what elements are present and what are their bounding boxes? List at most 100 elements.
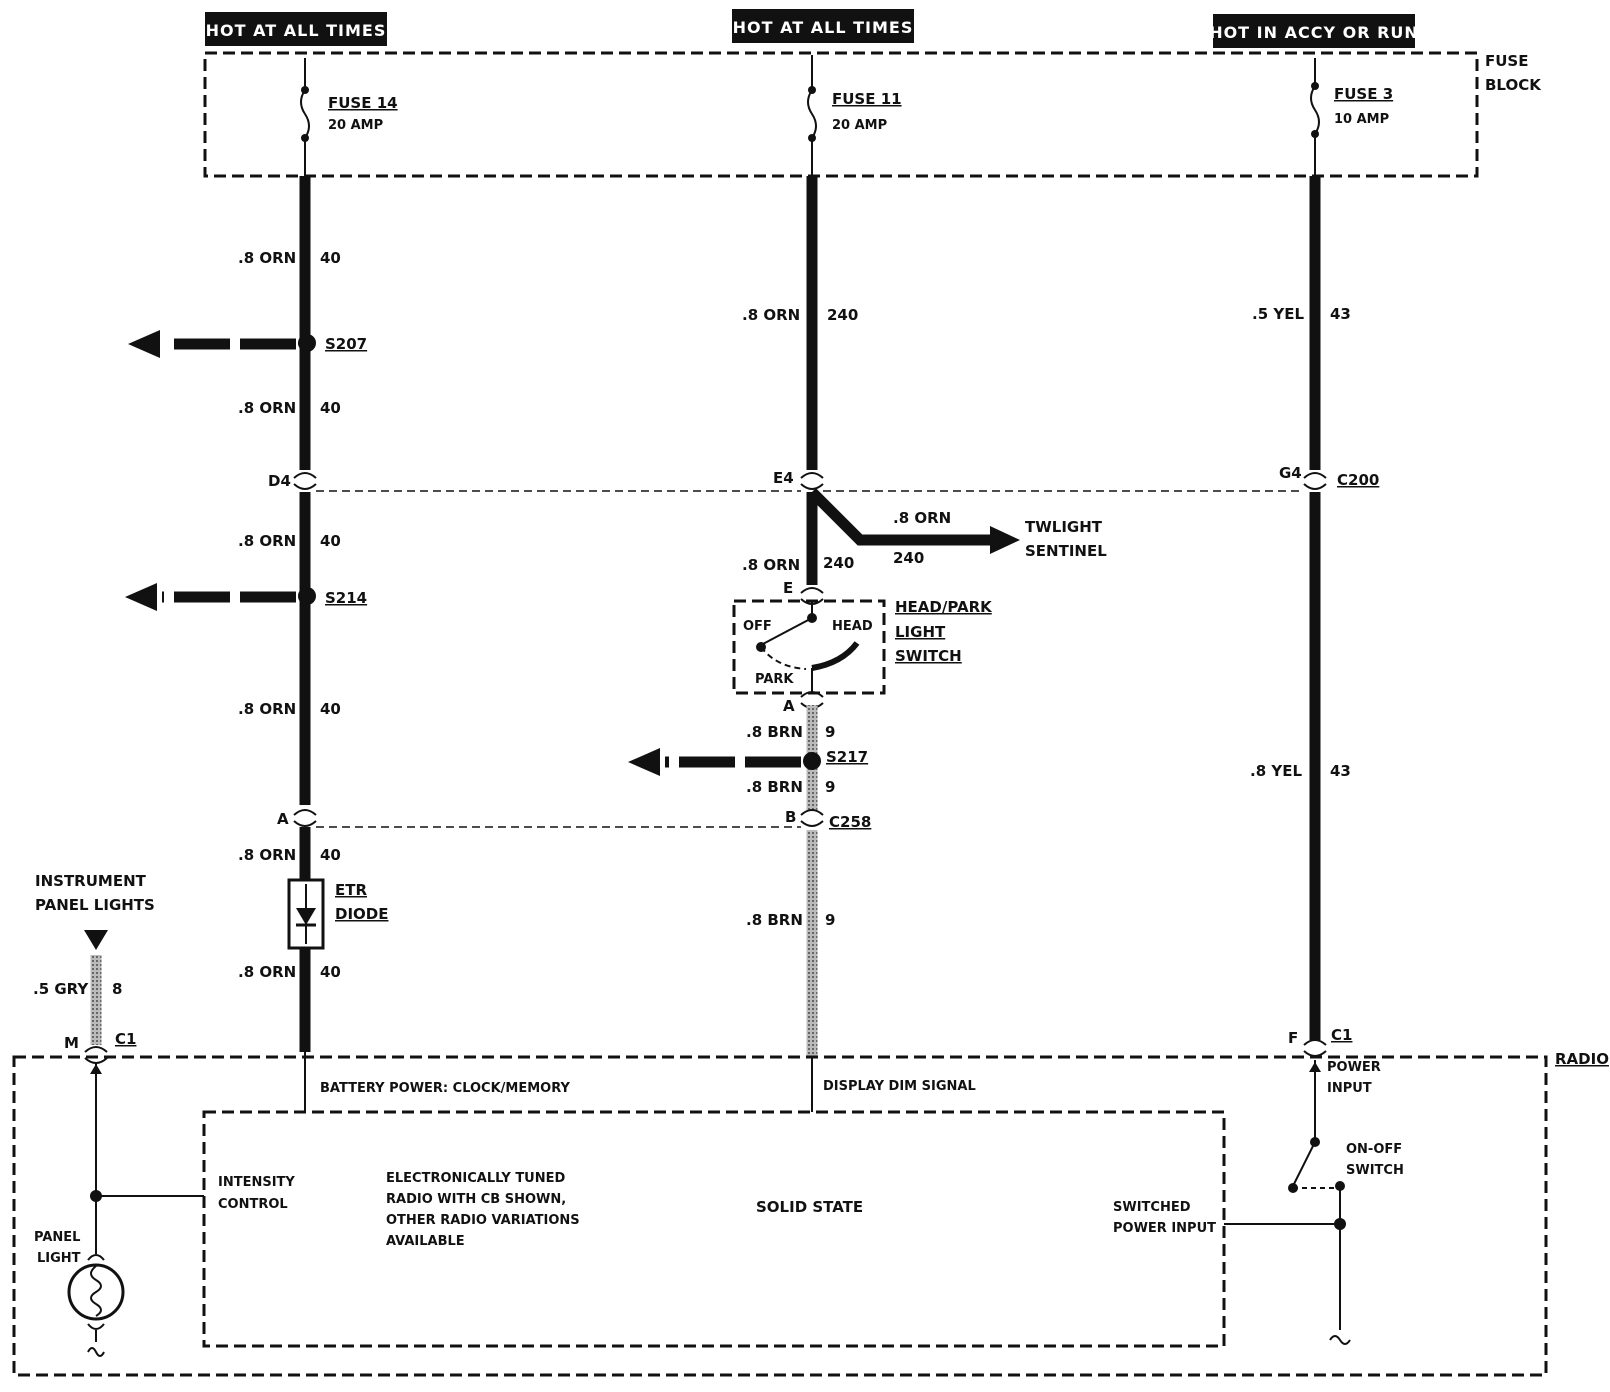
fuse-11-rating: 20 AMP [832,118,887,133]
w43-size-2: .8 YEL [1250,762,1302,780]
connector-a-left-symbol [293,809,317,827]
header-center: HOT AT ALL TIMES [732,9,914,43]
radio-desc-1: ELECTRONICALLY TUNED [386,1171,565,1186]
bulb-icon [67,1254,125,1357]
switch-label-1: HEAD/PARK [895,598,993,616]
w240-circuit-1: 240 [827,306,858,324]
connector-d4-symbol [293,472,317,490]
radio-outline [12,1055,1548,1377]
w43-size-1: .5 YEL [1252,305,1304,323]
circuit-240-wire [806,176,1020,585]
fuse-14-rating: 20 AMP [328,118,383,133]
connector-a-center-label: A [783,697,795,715]
w9-size-3: .8 BRN [746,911,803,929]
instrument-label-2: PANEL LIGHTS [35,896,155,914]
w40-size-2: .8 ORN [238,399,296,417]
w40-circuit-5: 40 [320,846,341,864]
connector-m-label: M [64,1034,79,1052]
etr-diode-symbol [287,878,325,950]
display-dim-label: DISPLAY DIM SIGNAL [823,1079,976,1094]
switch-label-2: LIGHT [895,623,946,641]
splice-s214-label: S214 [325,589,367,607]
switched-label-2: POWER INPUT [1113,1221,1216,1236]
w240-circuit-2: 240 [823,554,854,572]
fuse-14-symbol [300,58,310,176]
onoff-switch-symbol [1224,1137,1351,1345]
headlight-switch-symbol [756,601,860,693]
w40-circuit-1: 40 [320,249,341,267]
instrument-arrow [84,930,108,950]
w9-circuit-3: 9 [825,911,835,929]
s207-branch-arrow [128,330,296,358]
w240-size-2: .8 ORN [742,556,800,574]
connector-f-label: F [1288,1029,1298,1047]
connector-g4-symbol [1303,472,1327,490]
connector-a-left-label: A [277,810,289,828]
connector-e4-symbol [800,472,824,490]
fuse-3-rating: 10 AMP [1334,112,1389,127]
intensity-label-1: INTENSITY [218,1175,295,1190]
header-left-text: HOT AT ALL TIMES [206,21,387,40]
w40-size-6: .8 ORN [238,963,296,981]
w8-circuit: 8 [112,980,122,998]
header-right-text: HOT IN ACCY OR RUN [1209,23,1419,42]
fuse-block-outline [203,51,1479,178]
radio-label: RADIO [1555,1050,1609,1068]
switch-park-label: PARK [755,672,794,687]
w40-size-1: .8 ORN [238,249,296,267]
splice-s207-dot [298,334,316,352]
onoff-label-1: ON-OFF [1346,1142,1402,1157]
w43-circuit-2: 43 [1330,762,1351,780]
connector-g4-label: G4 [1279,464,1302,482]
connector-m-symbol [84,1046,108,1064]
connector-e-label: E [783,579,793,597]
power-input-label-1: POWER [1327,1060,1381,1075]
radio-desc-3: OTHER RADIO VARIATIONS [386,1213,580,1228]
radio-desc-4: AVAILABLE [386,1234,465,1249]
twilight-wire-size: .8 ORN [893,509,951,527]
power-input-label-2: INPUT [1327,1081,1372,1096]
fuse-3-symbol [1310,58,1320,176]
connector-f-symbol [1303,1039,1327,1057]
diode-label-1: ETR [335,881,367,899]
switched-label-1: SWITCHED [1113,1200,1191,1215]
w40-circuit-3: 40 [320,532,341,550]
panel-light-label-1: PANEL [34,1230,80,1245]
w40-circuit-4: 40 [320,700,341,718]
header-center-text: HOT AT ALL TIMES [733,18,914,37]
connector-b-label: B [785,808,796,826]
fuse-11-symbol [807,55,817,176]
splice-s214-dot [298,587,316,605]
w9-circuit-1: 9 [825,723,835,741]
connector-c258-label: C258 [829,813,871,831]
w9-size-2: .8 BRN [746,778,803,796]
fuse-14-name: FUSE 14 [328,94,398,112]
connector-e4-label: E4 [773,469,794,487]
splice-s207-label: S207 [325,335,367,353]
w240-size-1: .8 ORN [742,306,800,324]
battery-power-label: BATTERY POWER: CLOCK/MEMORY [320,1081,571,1096]
w43-circuit-1: 43 [1330,305,1351,323]
header-right: HOT IN ACCY OR RUN [1209,14,1419,48]
panel-light-circuit [90,1062,204,1254]
connector-d4-label: D4 [268,472,291,490]
connector-b-symbol [800,809,824,827]
w40-size-4: .8 ORN [238,700,296,718]
power-input-arrow [1309,1062,1321,1072]
connector-c1-left-label: C1 [115,1030,136,1048]
twilight-label-2: SENTINEL [1025,542,1107,560]
diode-label-2: DIODE [335,905,388,923]
fuse-11-name: FUSE 11 [832,90,902,108]
fuse-3-name: FUSE 3 [1334,85,1393,103]
fuse-block-label-2: BLOCK [1485,76,1542,94]
w40-size-5: .8 ORN [238,846,296,864]
splice-s217-label: S217 [826,748,868,766]
switch-off-label: OFF [743,619,772,634]
twilight-label-1: TWLIGHT [1025,518,1103,536]
connector-c200-label: C200 [1337,471,1379,489]
instrument-label-1: INSTRUMENT [35,872,147,890]
intensity-label-2: CONTROL [218,1197,288,1212]
solid-state-box [202,1110,1226,1348]
w9-size-1: .8 BRN [746,723,803,741]
